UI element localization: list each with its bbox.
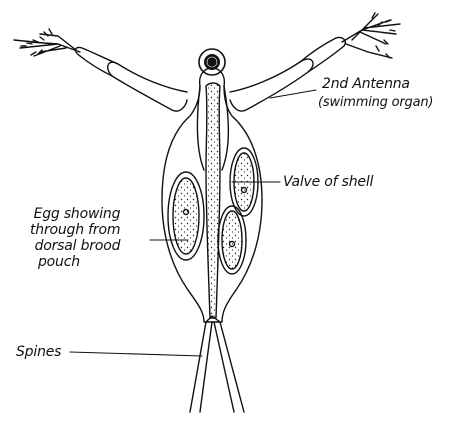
label-egg-line2: through from [30,222,120,238]
label-egg-line1: Egg showing [30,206,120,222]
spines-leader [70,352,202,356]
gut [206,83,220,318]
label-2nd-antenna: 2nd Antenna [322,76,410,92]
egg-right-lower [218,206,246,274]
label-spines: Spines [16,344,61,360]
egg-left [168,172,204,260]
label-valve-of-shell: Valve of shell [283,174,373,190]
label-egg: Egg showing through from dorsal brood po… [30,206,120,270]
label-egg-line4: pouch [30,254,120,270]
tail-spines [190,316,244,412]
antenna-leader [270,90,316,98]
left-antenna [14,29,187,111]
label-egg-line3: dorsal brood [30,238,120,254]
label-swimming-organ: (swimming organ) [318,95,433,111]
